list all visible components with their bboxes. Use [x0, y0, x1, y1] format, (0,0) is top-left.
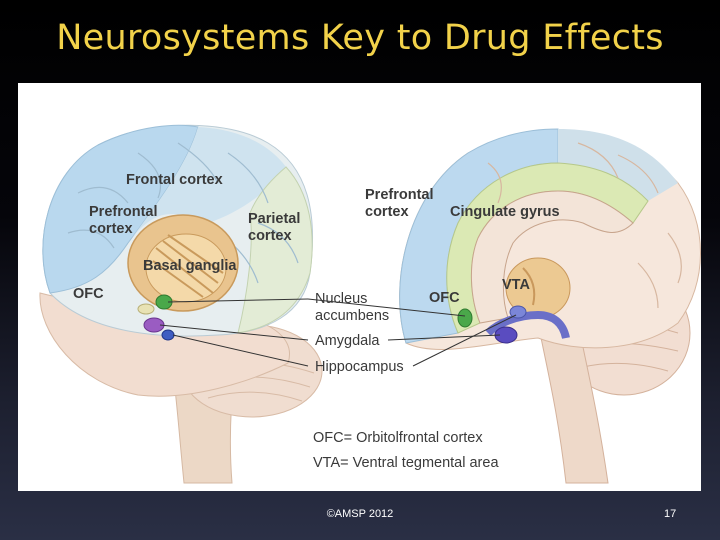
label-vta: VTA — [502, 277, 530, 293]
brain-diagram-panel: Frontal cortex Prefrontal cortex Parieta… — [18, 83, 701, 491]
label-nucleus-1: Nucleus — [315, 291, 367, 307]
label-parietal-1: Parietal — [248, 211, 300, 227]
page-number: 17 — [664, 508, 677, 520]
legend-ofc: OFC= Orbitolfrontal cortex — [313, 430, 483, 446]
left-brain-illustration — [39, 124, 323, 484]
label-left-prefrontal-1: Prefrontal — [89, 204, 158, 220]
label-parietal-2: cortex — [248, 228, 292, 244]
label-hippocampus: Hippocampus — [315, 359, 404, 375]
leader-lines — [159, 298, 517, 367]
label-right-prefrontal-1: Prefrontal — [365, 187, 434, 203]
label-nucleus-2: accumbens — [315, 308, 389, 324]
label-basal-ganglia: Basal ganglia — [143, 258, 237, 274]
slide-title: Neurosystems Key to Drug Effects — [56, 18, 664, 58]
label-amygdala: Amygdala — [315, 333, 380, 349]
label-right-ofc: OFC — [429, 290, 460, 306]
label-frontal-cortex: Frontal cortex — [126, 172, 223, 188]
label-right-prefrontal-2: cortex — [365, 204, 409, 220]
brain-diagram: Frontal cortex Prefrontal cortex Parieta… — [39, 124, 701, 484]
label-left-ofc: OFC — [73, 286, 104, 302]
label-cingulate-gyrus: Cingulate gyrus — [450, 204, 560, 220]
right-brain-illustration — [399, 128, 701, 484]
footer-copyright: ©AMSP 2012 — [326, 508, 394, 520]
label-left-prefrontal-2: cortex — [89, 221, 133, 237]
legend-vta: VTA= Ventral tegmental area — [313, 455, 499, 471]
